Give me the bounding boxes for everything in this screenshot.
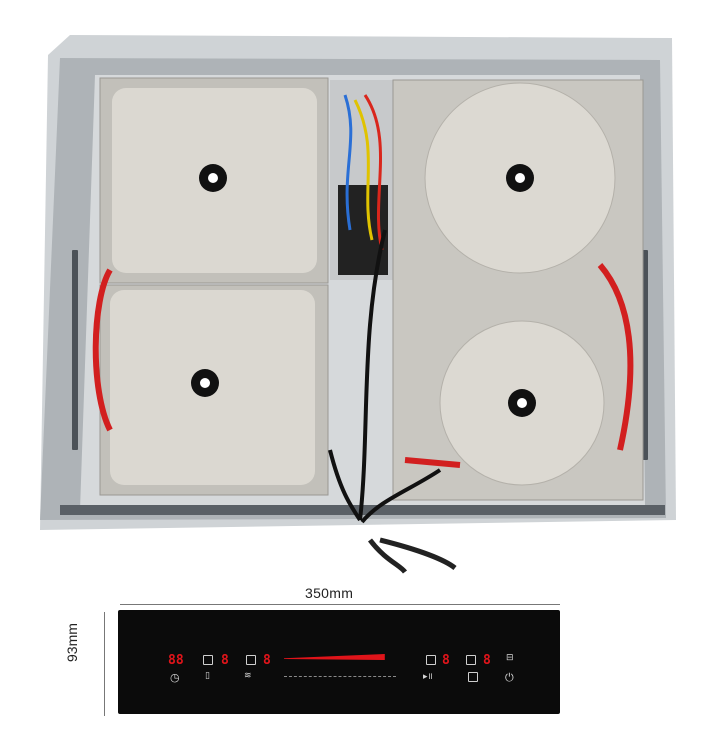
hob-underside-photo (40, 35, 676, 574)
zone-display-2: 8 (263, 653, 271, 668)
lock-icon[interactable]: ⊟ (506, 653, 514, 663)
width-dimension-line (120, 604, 560, 605)
height-dimension-line (104, 612, 105, 716)
left-vents (72, 250, 78, 450)
clock-icon[interactable]: ◷ (170, 671, 180, 684)
power-slider-level[interactable] (284, 654, 396, 660)
pause-p-icon[interactable] (468, 672, 478, 682)
zone-front-right-icon[interactable] (466, 655, 476, 665)
zone-display-3: 8 (442, 653, 450, 668)
power-slider-track[interactable] (284, 676, 396, 679)
zone-display-4: 8 (483, 653, 491, 668)
zone-front-left-icon[interactable] (203, 655, 213, 665)
timer-display: 88 (168, 653, 184, 668)
power-icon[interactable]: ⏻ (505, 671, 514, 684)
keep-warm-icon[interactable]: ≋ (244, 671, 252, 681)
control-panel: 88 ◷ 8 ▯ 8 ≋ 8 ▸॥ 8 ⊟ ⏻ (118, 610, 560, 714)
play-pause-icon[interactable]: ▸॥ (423, 672, 433, 682)
zone-rear-right-icon[interactable] (426, 655, 436, 665)
boost-left-icon[interactable]: ▯ (205, 671, 210, 681)
width-dimension-label: 350mm (305, 585, 354, 601)
zone-rear-left-icon[interactable] (246, 655, 256, 665)
height-dimension-label: 93mm (64, 623, 80, 662)
zone-display-1: 8 (221, 653, 229, 668)
